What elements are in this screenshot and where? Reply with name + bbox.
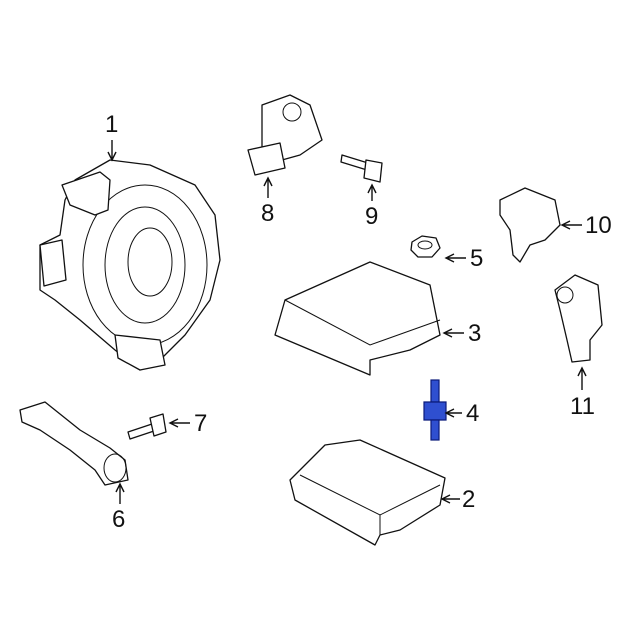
callout-5: 5	[470, 245, 484, 272]
part-7-bolt[interactable]	[127, 413, 167, 440]
callout-10: 10	[585, 212, 612, 239]
part-10-sensor[interactable]	[499, 187, 561, 263]
callout-8: 8	[261, 200, 275, 227]
part-2-module[interactable]	[289, 439, 446, 546]
callout-11: 11	[570, 393, 595, 420]
callout-4: 4	[466, 400, 480, 427]
part-1-clockspring[interactable]	[39, 159, 221, 371]
part-3-cover[interactable]	[274, 261, 441, 376]
part-9-bolt[interactable]	[340, 154, 383, 183]
callout-arrows	[107, 140, 587, 504]
callout-2: 2	[462, 486, 476, 513]
part-6-sensor[interactable]	[19, 401, 129, 486]
part-5-nut[interactable]	[410, 235, 441, 258]
part-8-sensor[interactable]	[247, 94, 323, 176]
callout-9: 9	[365, 203, 379, 230]
callout-1: 1	[105, 111, 119, 138]
callout-7: 7	[194, 410, 208, 437]
callout-6: 6	[112, 506, 126, 533]
part-4-stud-highlighted[interactable]	[423, 379, 447, 441]
callout-3: 3	[468, 320, 482, 347]
part-11-sensor[interactable]	[554, 274, 603, 363]
